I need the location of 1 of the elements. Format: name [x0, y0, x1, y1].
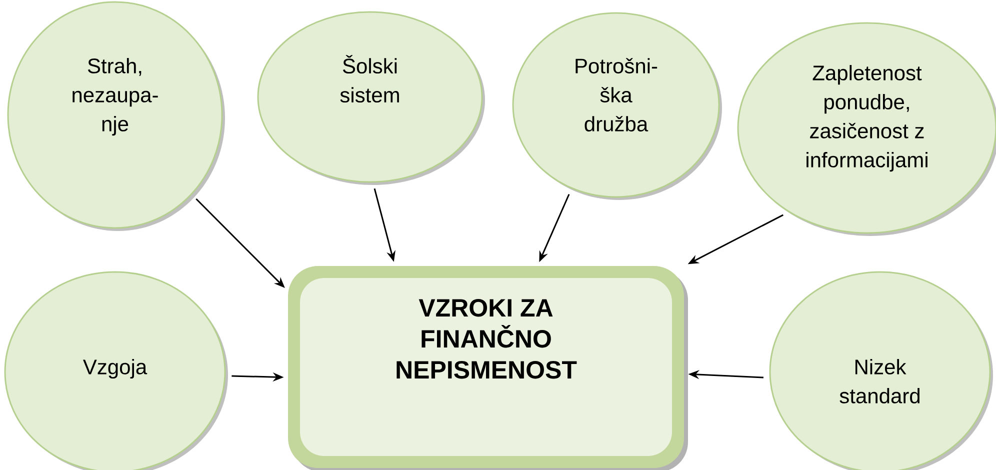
title-box: VZROKI ZA FINANČNO NEPISMENOST: [288, 266, 688, 470]
